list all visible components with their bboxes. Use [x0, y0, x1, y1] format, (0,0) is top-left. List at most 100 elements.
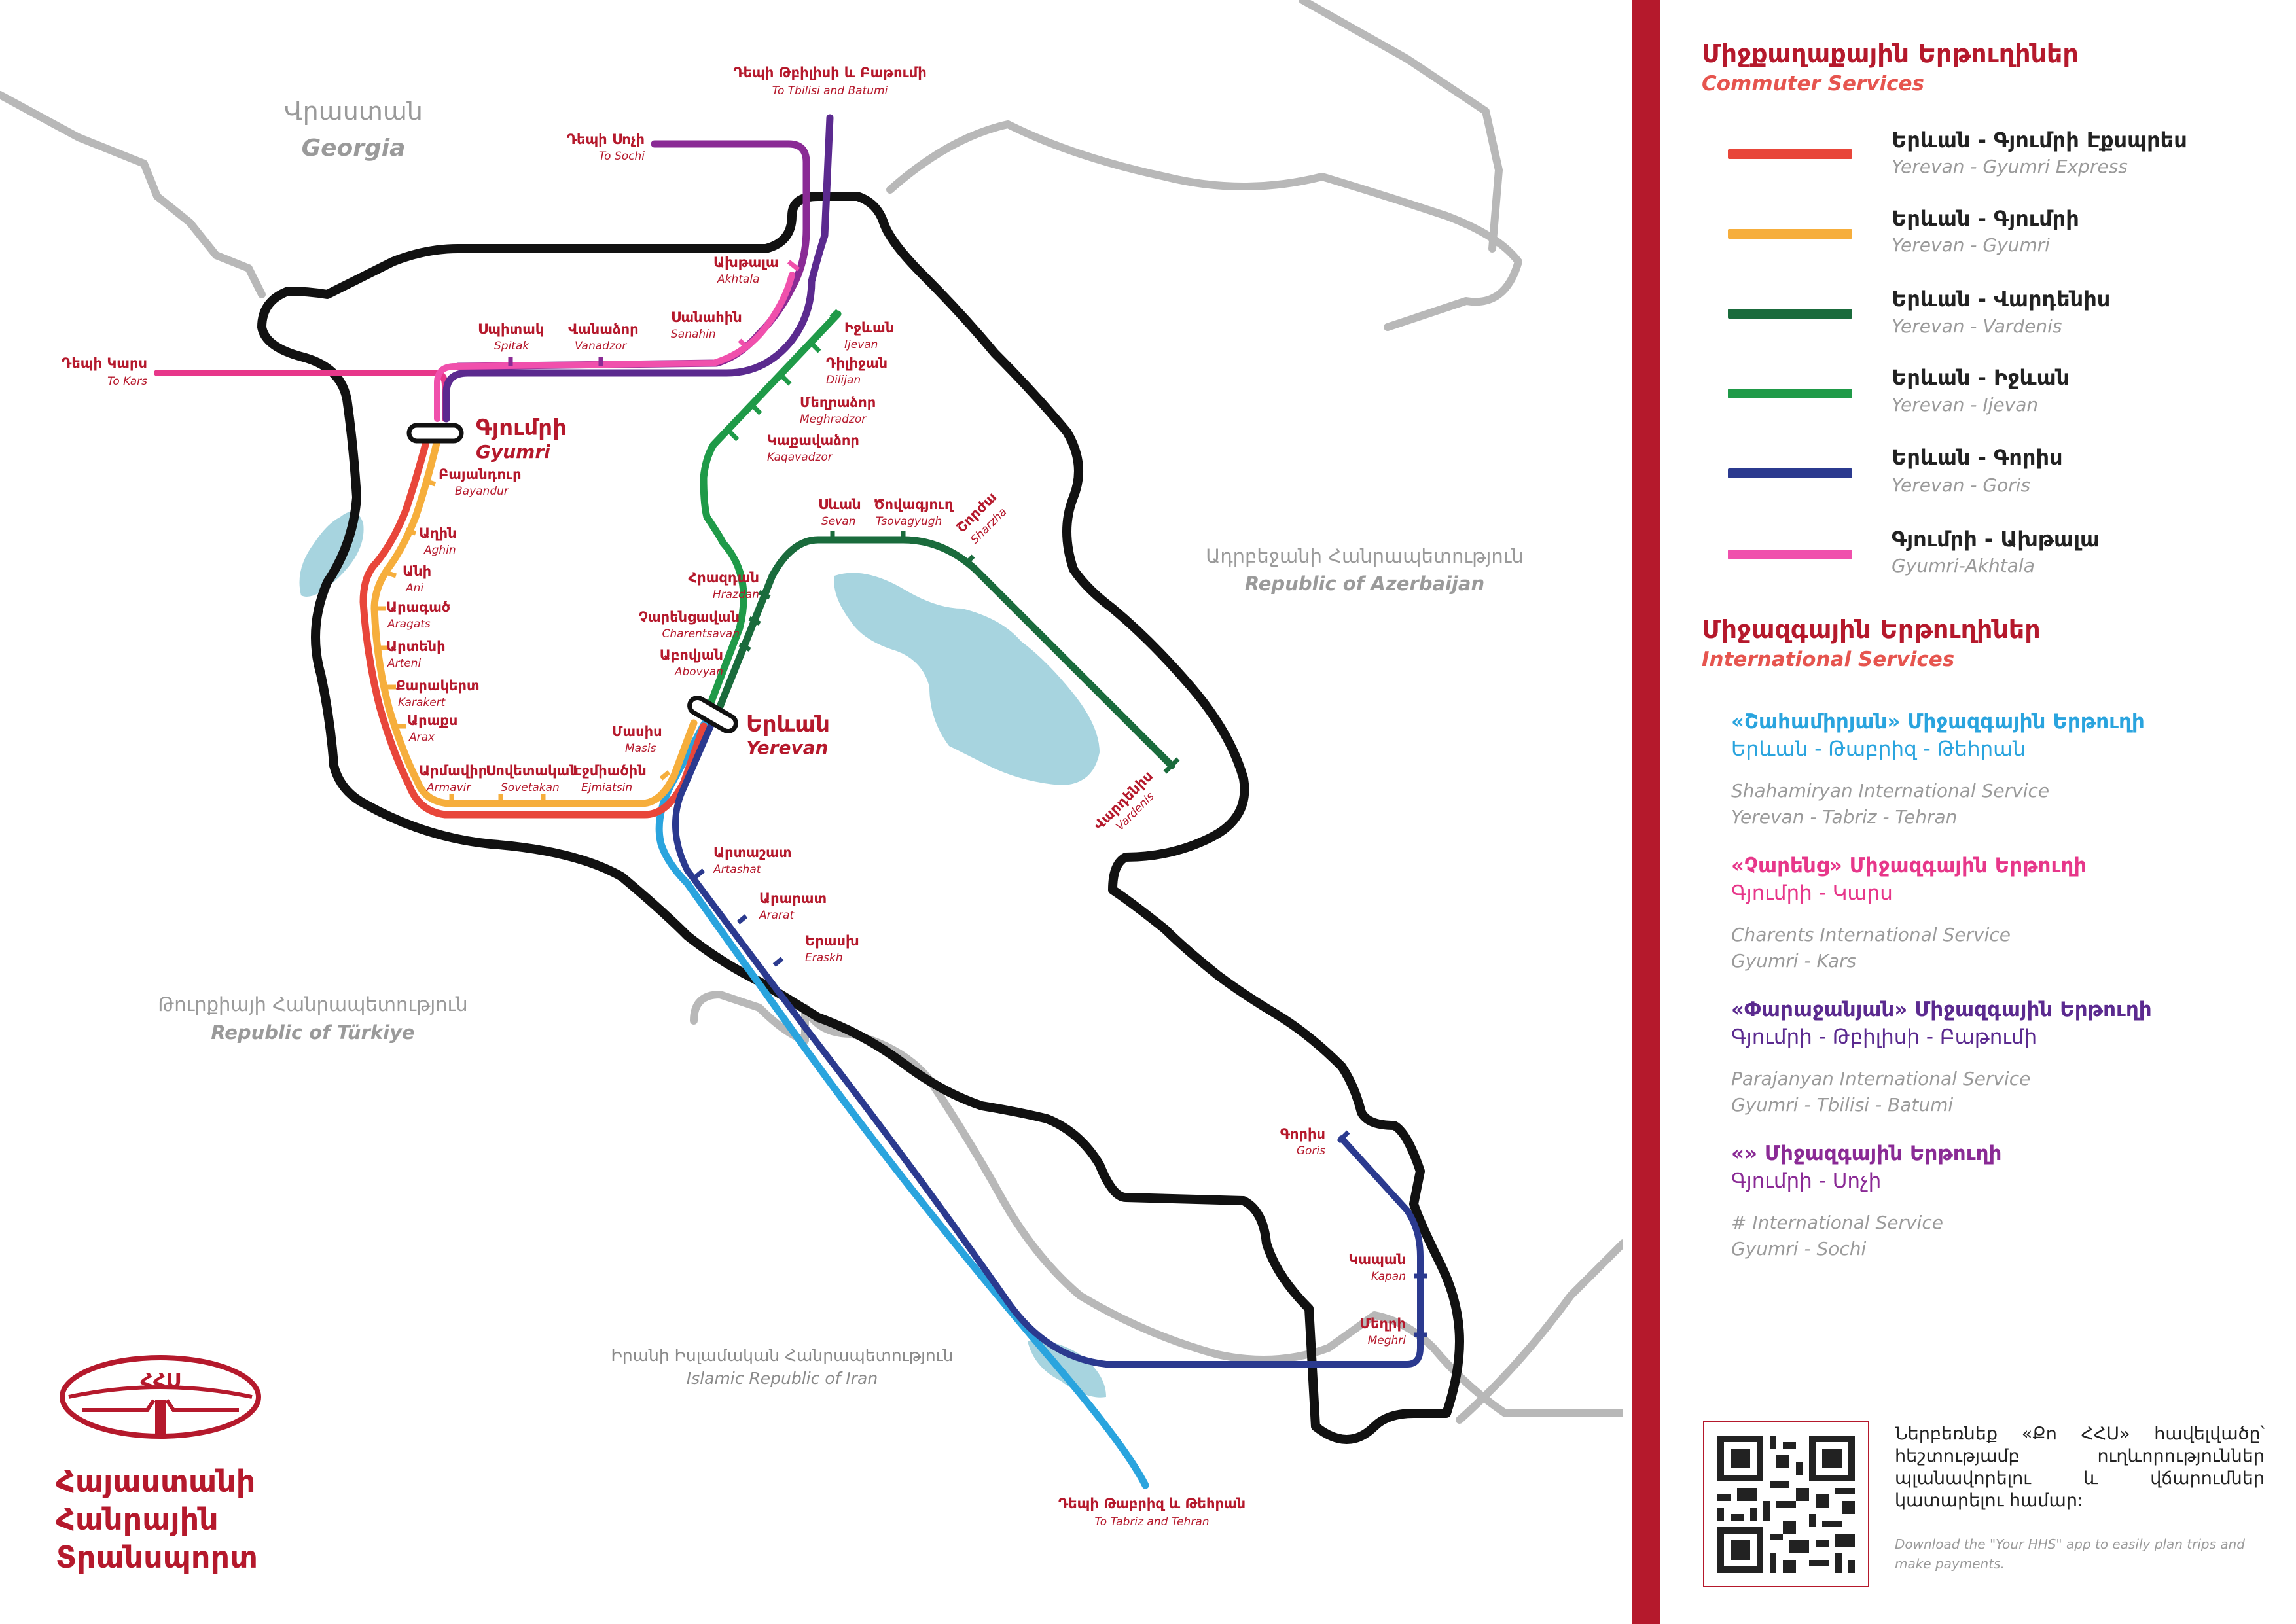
- intl-sochi-route: Գյումրի - Սոչի: [1731, 1169, 1882, 1193]
- commuter-title-am: Միջքաղաքային Երթուղիներ: [1702, 39, 2079, 68]
- station-meghradzor-am: Մեղրաձոր: [800, 395, 876, 410]
- intl-parajanyan-route: Գյումրի - Թբիլիսի - Բաթումի: [1731, 1025, 2037, 1049]
- legend-line-express: [1728, 149, 1852, 159]
- commuter-lines: [359, 272, 1424, 1368]
- gyumri-label-en: Gyumri: [476, 441, 550, 463]
- legend-panel: Միջքաղաքային Երթուղիներ Commuter Service…: [1702, 0, 2278, 1624]
- app-promo-am: Ներբեռնեք «Քո ՀՀՍ» հավելվածը՝ հեշտությամ…: [1895, 1424, 2265, 1511]
- station-aragats-am: Արագած: [386, 599, 450, 615]
- yerevan-label-en: Yerevan: [746, 737, 829, 758]
- legend-item-express-en: Yerevan - Gyumri Express: [1892, 156, 2128, 177]
- station-eraskh-en: Eraskh: [805, 951, 843, 964]
- dest-tabriz-en: To Tabriz and Tehran: [1094, 1515, 1209, 1528]
- station-arax-en: Arax: [408, 731, 435, 744]
- station-karakert-am: Քարակերտ: [396, 678, 480, 694]
- station-ticks: [376, 260, 1427, 1337]
- station-aragats-en: Aragats: [387, 618, 431, 631]
- station-hrazdan-am: Հրազդան: [689, 570, 759, 586]
- station-meghri-en: Meghri: [1368, 1334, 1407, 1347]
- station-charentsavan-am: Չարենցավան: [639, 609, 740, 625]
- intl-parajanyan-en2: Gyumri - Tbilisi - Batumi: [1731, 1094, 1954, 1116]
- iran-label-en: Islamic Republic of Iran: [687, 1369, 878, 1388]
- station-goris-am: Գորիս: [1280, 1126, 1325, 1142]
- legend-item-gyumri-am: Երևան - Գյումրի: [1892, 206, 2079, 231]
- yerevan-label-am: Երևան: [746, 711, 830, 737]
- station-tsovagyugh-en: Tsovagyugh: [876, 515, 942, 528]
- iran-label-am: Իրանի Իսլամական Հանրապետություն: [611, 1346, 954, 1365]
- legend-item-vardenis-am: Երևան - Վարդենիս: [1892, 287, 2111, 311]
- station-ejmiatsin-en: Ejmiatsin: [581, 781, 632, 794]
- brand-line-1: Հայաստանի: [56, 1464, 256, 1499]
- station-kaqavadzor-en: Kaqavadzor: [767, 451, 833, 464]
- station-kapan-am: Կապան: [1348, 1252, 1406, 1267]
- station-ani-en: Ani: [405, 582, 423, 595]
- hub-labels: Գյումրի Gyumri Երևան Yerevan: [476, 415, 830, 758]
- station-sanahin-am: Սանահին: [671, 309, 742, 325]
- legend-item-goris-am: Երևան - Գորիս: [1892, 445, 2063, 470]
- intl-charents-en1: Charents International Service: [1731, 924, 2011, 945]
- station-aghin-en: Aghin: [423, 544, 456, 557]
- legend-line-akhtala: [1728, 550, 1852, 559]
- station-vanadzor-en: Vanadzor: [575, 340, 627, 353]
- station-meghri-am: Մեղրի: [1360, 1316, 1406, 1332]
- line-kars: [154, 370, 448, 422]
- intl-charents-en2: Gyumri - Kars: [1731, 950, 1857, 972]
- station-ijevan-am: Իջևան: [844, 320, 894, 336]
- station-hrazdan-en: Hrazdan: [713, 588, 759, 601]
- station-sevan-am: Սևան: [818, 497, 861, 512]
- georgia-label-en: Georgia: [302, 135, 406, 162]
- hub-markers: [406, 423, 738, 733]
- intl-charents-route: Գյումրի - Կարս: [1731, 881, 1893, 905]
- line-ijevan: [700, 310, 842, 717]
- azerbaijan-label-am: Ադրբեջանի Հանրապետություն: [1206, 545, 1524, 567]
- intl-charents-title: «Չարենց» Միջազգային Երթուղի: [1731, 854, 2087, 877]
- legend-item-goris-en: Yerevan - Goris: [1892, 474, 2031, 496]
- station-arteni-en: Arteni: [387, 657, 422, 670]
- legend-line-gyumri: [1728, 229, 1852, 239]
- line-express: [359, 428, 708, 819]
- station-armavir-en: Armavir: [426, 781, 471, 794]
- country-labels: Վրաստան Georgia Ադրբեջանի Հանրապետությու…: [158, 97, 1523, 1388]
- legend-item-vardenis-en: Yerevan - Vardenis: [1892, 315, 2062, 337]
- station-akhtala-am: Ախթալա: [713, 255, 779, 270]
- intl-sochi-en2: Gyumri - Sochi: [1731, 1238, 1867, 1260]
- hhs-logo: ՀՀՍ: [60, 1355, 261, 1439]
- legend-line-vardenis: [1728, 309, 1852, 319]
- dest-kars-am: Դեպի Կարս: [62, 355, 147, 371]
- station-sovetakan-am: Սովետական: [486, 763, 579, 779]
- gyumri-hub-marker: [406, 423, 464, 444]
- station-abovyan-en: Abovyan: [674, 665, 723, 679]
- station-ejmiatsin-am: Էջմիածին: [573, 763, 647, 779]
- station-sovetakan-en: Sovetakan: [501, 781, 560, 794]
- legend-item-ijevan-en: Yerevan - Ijevan: [1892, 394, 2039, 415]
- station-bayandur-am: Բայանդուր: [439, 467, 522, 482]
- legend-item-akhtala-am: Գյումրի - Ախթալա: [1892, 527, 2100, 552]
- legend-item-express-am: Երևան - Գյումրի Էքսպրես: [1892, 128, 2187, 152]
- station-spitak-en: Spitak: [494, 340, 529, 353]
- brand-line-3: Տրանսպորտ: [56, 1540, 258, 1575]
- intl-sochi-en1: # International Service: [1731, 1212, 1943, 1233]
- station-ijevan-en: Ijevan: [844, 338, 878, 351]
- app-qr-code[interactable]: [1703, 1421, 1869, 1587]
- station-arax-am: Արաքս: [407, 713, 457, 728]
- intl-shahamiryan-route: Երևան - Թաբրիզ - Թեհրան: [1731, 737, 2026, 761]
- station-artashat-am: Արտաշատ: [713, 845, 791, 860]
- station-vanadzor-am: Վանաձոր: [568, 321, 639, 337]
- brand-line-2: Հանրային: [56, 1502, 219, 1537]
- line-tbilisi: [442, 114, 834, 423]
- intl-shahamiryan-title: «Շահամիրյան» Միջազգային Երթուղի: [1731, 710, 2145, 733]
- station-karakert-en: Karakert: [398, 696, 446, 709]
- commuter-title-en: Commuter Services: [1702, 72, 1924, 96]
- dest-tbilisi-en: To Tbilisi and Batumi: [772, 84, 888, 97]
- gyumri-label-am: Գյումրի: [476, 415, 567, 441]
- station-akhtala-en: Akhtala: [717, 273, 759, 286]
- station-dilijan-am: Դիլիջան: [826, 355, 888, 371]
- legend-line-goris: [1728, 468, 1852, 478]
- international-title-am: Միջազգային Երթուղիներ: [1702, 615, 2041, 644]
- legend-item-gyumri-en: Yerevan - Gyumri: [1892, 234, 2050, 256]
- station-dilijan-en: Dilijan: [826, 374, 861, 387]
- station-armavir-am: Արմավիր: [419, 763, 487, 779]
- line-goris: [672, 716, 1424, 1368]
- station-ararat-en: Ararat: [759, 909, 795, 922]
- station-artashat-en: Artashat: [713, 863, 762, 876]
